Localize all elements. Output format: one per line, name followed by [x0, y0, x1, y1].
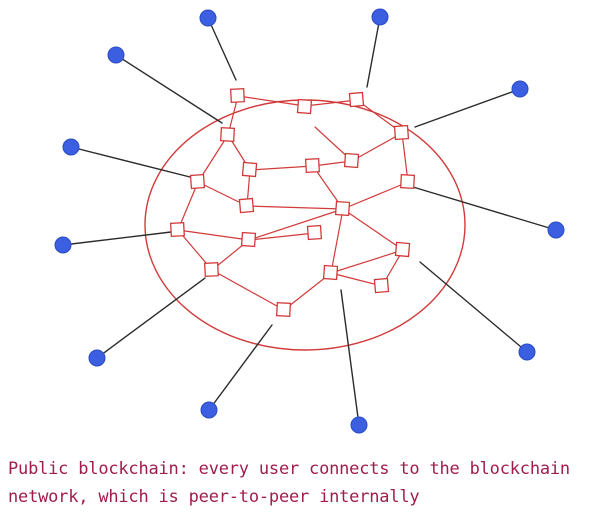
peer-nodes — [169, 88, 416, 317]
peer-node — [276, 301, 292, 317]
peer-link — [342, 181, 409, 210]
user-node — [62, 138, 80, 156]
peer-node — [400, 173, 416, 189]
users — [54, 8, 565, 434]
peer-link — [246, 205, 344, 210]
user-node — [54, 236, 72, 254]
peer-link — [342, 208, 404, 251]
caption-line-2: network, which is peer-to-peer internall… — [8, 487, 420, 507]
peer-node — [203, 262, 219, 278]
peer-node — [169, 222, 185, 238]
user-link — [419, 261, 528, 353]
peer-node — [393, 124, 410, 141]
peer-node — [296, 98, 313, 115]
peer-node — [189, 173, 206, 190]
peer-node — [229, 88, 245, 104]
peer-link — [330, 249, 404, 274]
user-link — [366, 16, 381, 88]
peer-link — [248, 232, 316, 241]
user-link — [207, 17, 237, 81]
user-link — [70, 146, 195, 179]
diagram-caption: Public blockchain: every user connects t… — [8, 455, 593, 511]
user-node — [200, 401, 218, 419]
peer-link — [401, 132, 409, 183]
caption-line-1: Public blockchain: every user connects t… — [8, 459, 570, 479]
user-link — [62, 231, 172, 246]
user-node — [199, 9, 217, 27]
peer-node — [322, 264, 339, 281]
peer-link — [177, 229, 250, 241]
user-node — [107, 46, 125, 64]
peer-links — [177, 95, 409, 311]
user-node — [547, 221, 565, 239]
peer-node — [238, 197, 255, 214]
peer-node — [306, 224, 323, 241]
user-node — [511, 80, 529, 98]
peer-node — [240, 231, 257, 248]
peer-node — [334, 200, 351, 217]
peer-link — [211, 269, 285, 311]
user-node — [88, 349, 106, 367]
peer-link — [248, 208, 344, 241]
user-connections — [62, 16, 557, 426]
user-node — [518, 343, 536, 361]
peer-link — [351, 132, 403, 162]
user-link — [412, 186, 557, 231]
peer-link — [197, 181, 248, 207]
user-node — [350, 416, 368, 434]
peer-node — [394, 241, 411, 258]
user-link — [340, 289, 360, 426]
peer-node — [304, 158, 320, 174]
user-link — [208, 324, 273, 411]
blockchain-network-boundary — [144, 99, 466, 351]
user-link — [96, 277, 206, 359]
peer-link — [330, 208, 344, 274]
peer-link — [249, 165, 314, 171]
peer-node — [220, 126, 236, 142]
peer-node — [348, 91, 365, 108]
peer-link — [330, 272, 383, 287]
user-node — [371, 8, 389, 26]
peer-link — [177, 181, 199, 231]
peer-link — [283, 272, 332, 311]
peer-node — [241, 161, 258, 178]
user-link — [115, 54, 223, 124]
peer-link — [237, 95, 306, 107]
user-link — [414, 88, 521, 128]
peer-node — [373, 277, 390, 294]
peer-link — [304, 99, 358, 107]
blockchain-network-diagram — [54, 8, 565, 434]
peer-node — [343, 152, 360, 169]
